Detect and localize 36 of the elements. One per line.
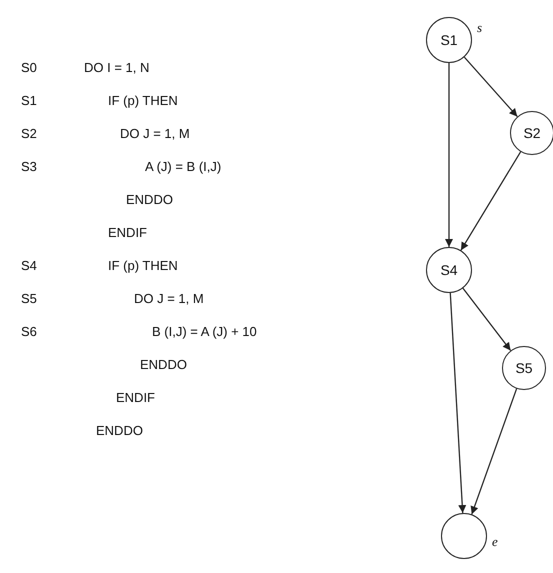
statement-label: S4 bbox=[21, 258, 37, 274]
statement-label: S5 bbox=[21, 291, 37, 307]
code-line: IF (p) THEN bbox=[108, 93, 178, 109]
arrow bbox=[445, 63, 453, 247]
code-line: IF (p) THEN bbox=[108, 258, 178, 274]
node-label: S2 bbox=[523, 125, 541, 141]
arrow bbox=[464, 56, 518, 117]
arrow bbox=[470, 388, 518, 515]
statement-node bbox=[502, 346, 546, 390]
code-line: ENDIF bbox=[108, 225, 147, 241]
code-line: DO I = 1, N bbox=[84, 60, 150, 76]
node-annotation: e bbox=[492, 534, 498, 550]
statement-node bbox=[441, 513, 487, 559]
statement-label: S6 bbox=[21, 324, 37, 340]
code-line: DO J = 1, M bbox=[134, 291, 204, 307]
statement-node bbox=[426, 17, 472, 63]
arrow bbox=[460, 152, 522, 251]
code-line: ENDDO bbox=[96, 423, 143, 439]
code-line: DO J = 1, M bbox=[120, 126, 190, 142]
statement-label: S2 bbox=[21, 126, 37, 142]
statement-node bbox=[510, 111, 553, 155]
node-label: S1 bbox=[440, 32, 458, 48]
node-label: S5 bbox=[515, 360, 533, 376]
arrow bbox=[462, 288, 512, 351]
code-line: ENDDO bbox=[126, 192, 173, 208]
statement-label: S0 bbox=[21, 60, 37, 76]
code-line: B (I,J) = A (J) + 10 bbox=[152, 324, 257, 340]
code-line: ENDIF bbox=[116, 390, 155, 406]
statement-label: S1 bbox=[21, 93, 37, 109]
statement-label: S3 bbox=[21, 159, 37, 175]
node-label: S4 bbox=[440, 262, 458, 278]
arrow bbox=[450, 292, 466, 514]
statement-node bbox=[426, 247, 472, 293]
code-line: ENDDO bbox=[140, 357, 187, 373]
node-annotation: s bbox=[477, 20, 482, 36]
code-line: A (J) = B (I,J) bbox=[145, 159, 222, 175]
